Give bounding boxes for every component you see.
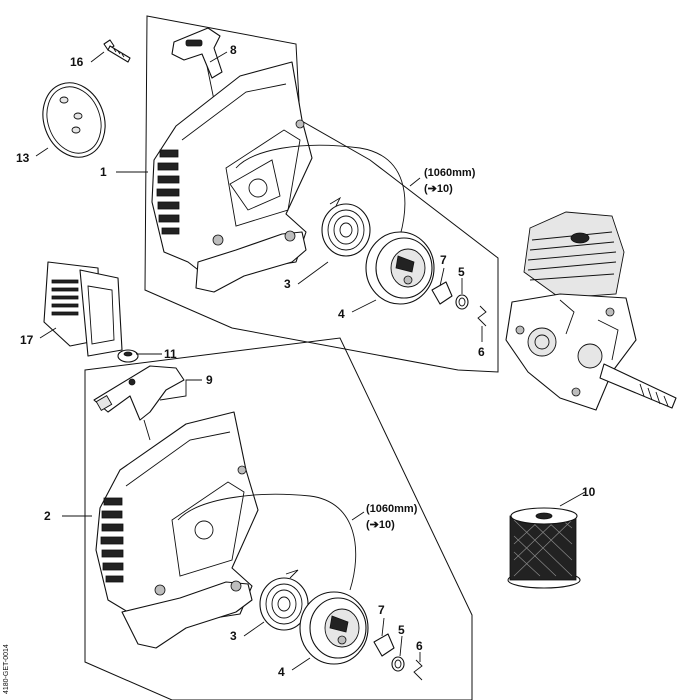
starter-rope-upper xyxy=(235,144,406,237)
rope-ref-lower: (➔10) xyxy=(366,519,395,531)
rope-ref-upper: (➔10) xyxy=(424,183,453,195)
washer-lower xyxy=(391,656,405,672)
rope-rotor-lower xyxy=(299,591,369,665)
pawl-upper xyxy=(431,281,453,305)
callout-5-lower: 5 xyxy=(398,623,405,637)
engine-block xyxy=(505,211,677,411)
starter-grip-lower xyxy=(93,365,185,441)
side-code: 4180-GET-0014 xyxy=(3,644,10,694)
rope-rotor-upper xyxy=(365,231,435,305)
callout-5-upper: 5 xyxy=(458,265,465,279)
lower-group-frame xyxy=(84,337,473,700)
rewind-spring-lower xyxy=(259,569,309,631)
callouts: 1 2 3 3 4 4 5 5 6 6 7 7 8 9 10 11 13 16 … xyxy=(3,43,596,694)
screw-16 xyxy=(103,39,131,63)
callout-8: 8 xyxy=(230,43,237,57)
callout-6-upper: 6 xyxy=(478,345,485,359)
callout-7-lower: 7 xyxy=(378,603,385,617)
callout-2: 2 xyxy=(44,509,51,523)
fan-housing-upper xyxy=(151,61,313,293)
rope-length-upper: (1060mm) xyxy=(424,167,476,179)
rewind-spring-upper xyxy=(321,196,371,257)
leader-lines xyxy=(35,51,586,671)
rope-length-lower: (1060mm) xyxy=(366,503,418,515)
callout-17: 17 xyxy=(20,333,34,347)
callout-1: 1 xyxy=(100,165,107,179)
filter-element-10 xyxy=(507,507,581,589)
callout-4-lower: 4 xyxy=(278,665,285,679)
air-filter-housing-17 xyxy=(43,261,123,357)
callout-16: 16 xyxy=(70,55,84,69)
upper-starter-assembly xyxy=(151,27,487,327)
spring-clip-upper xyxy=(477,305,487,327)
callout-11: 11 xyxy=(164,347,177,361)
pawl-lower xyxy=(373,633,395,657)
callout-6-lower: 6 xyxy=(416,639,423,653)
callout-13: 13 xyxy=(16,151,30,165)
callout-3-lower: 3 xyxy=(230,629,237,643)
fan-housing-lower xyxy=(95,411,259,649)
callout-7-upper: 7 xyxy=(440,253,447,267)
lower-starter-assembly xyxy=(93,349,423,681)
washer-upper xyxy=(455,294,469,310)
callout-3-upper: 3 xyxy=(284,277,291,291)
callout-10: 10 xyxy=(582,485,596,499)
starter-rope-lower xyxy=(177,493,357,591)
callout-4-upper: 4 xyxy=(338,307,345,321)
upper-group-frame xyxy=(144,15,499,373)
spring-clip-lower xyxy=(413,659,423,681)
cover-plate-13 xyxy=(42,82,106,158)
callout-9: 9 xyxy=(206,373,213,387)
starter-grip-upper xyxy=(171,27,223,101)
